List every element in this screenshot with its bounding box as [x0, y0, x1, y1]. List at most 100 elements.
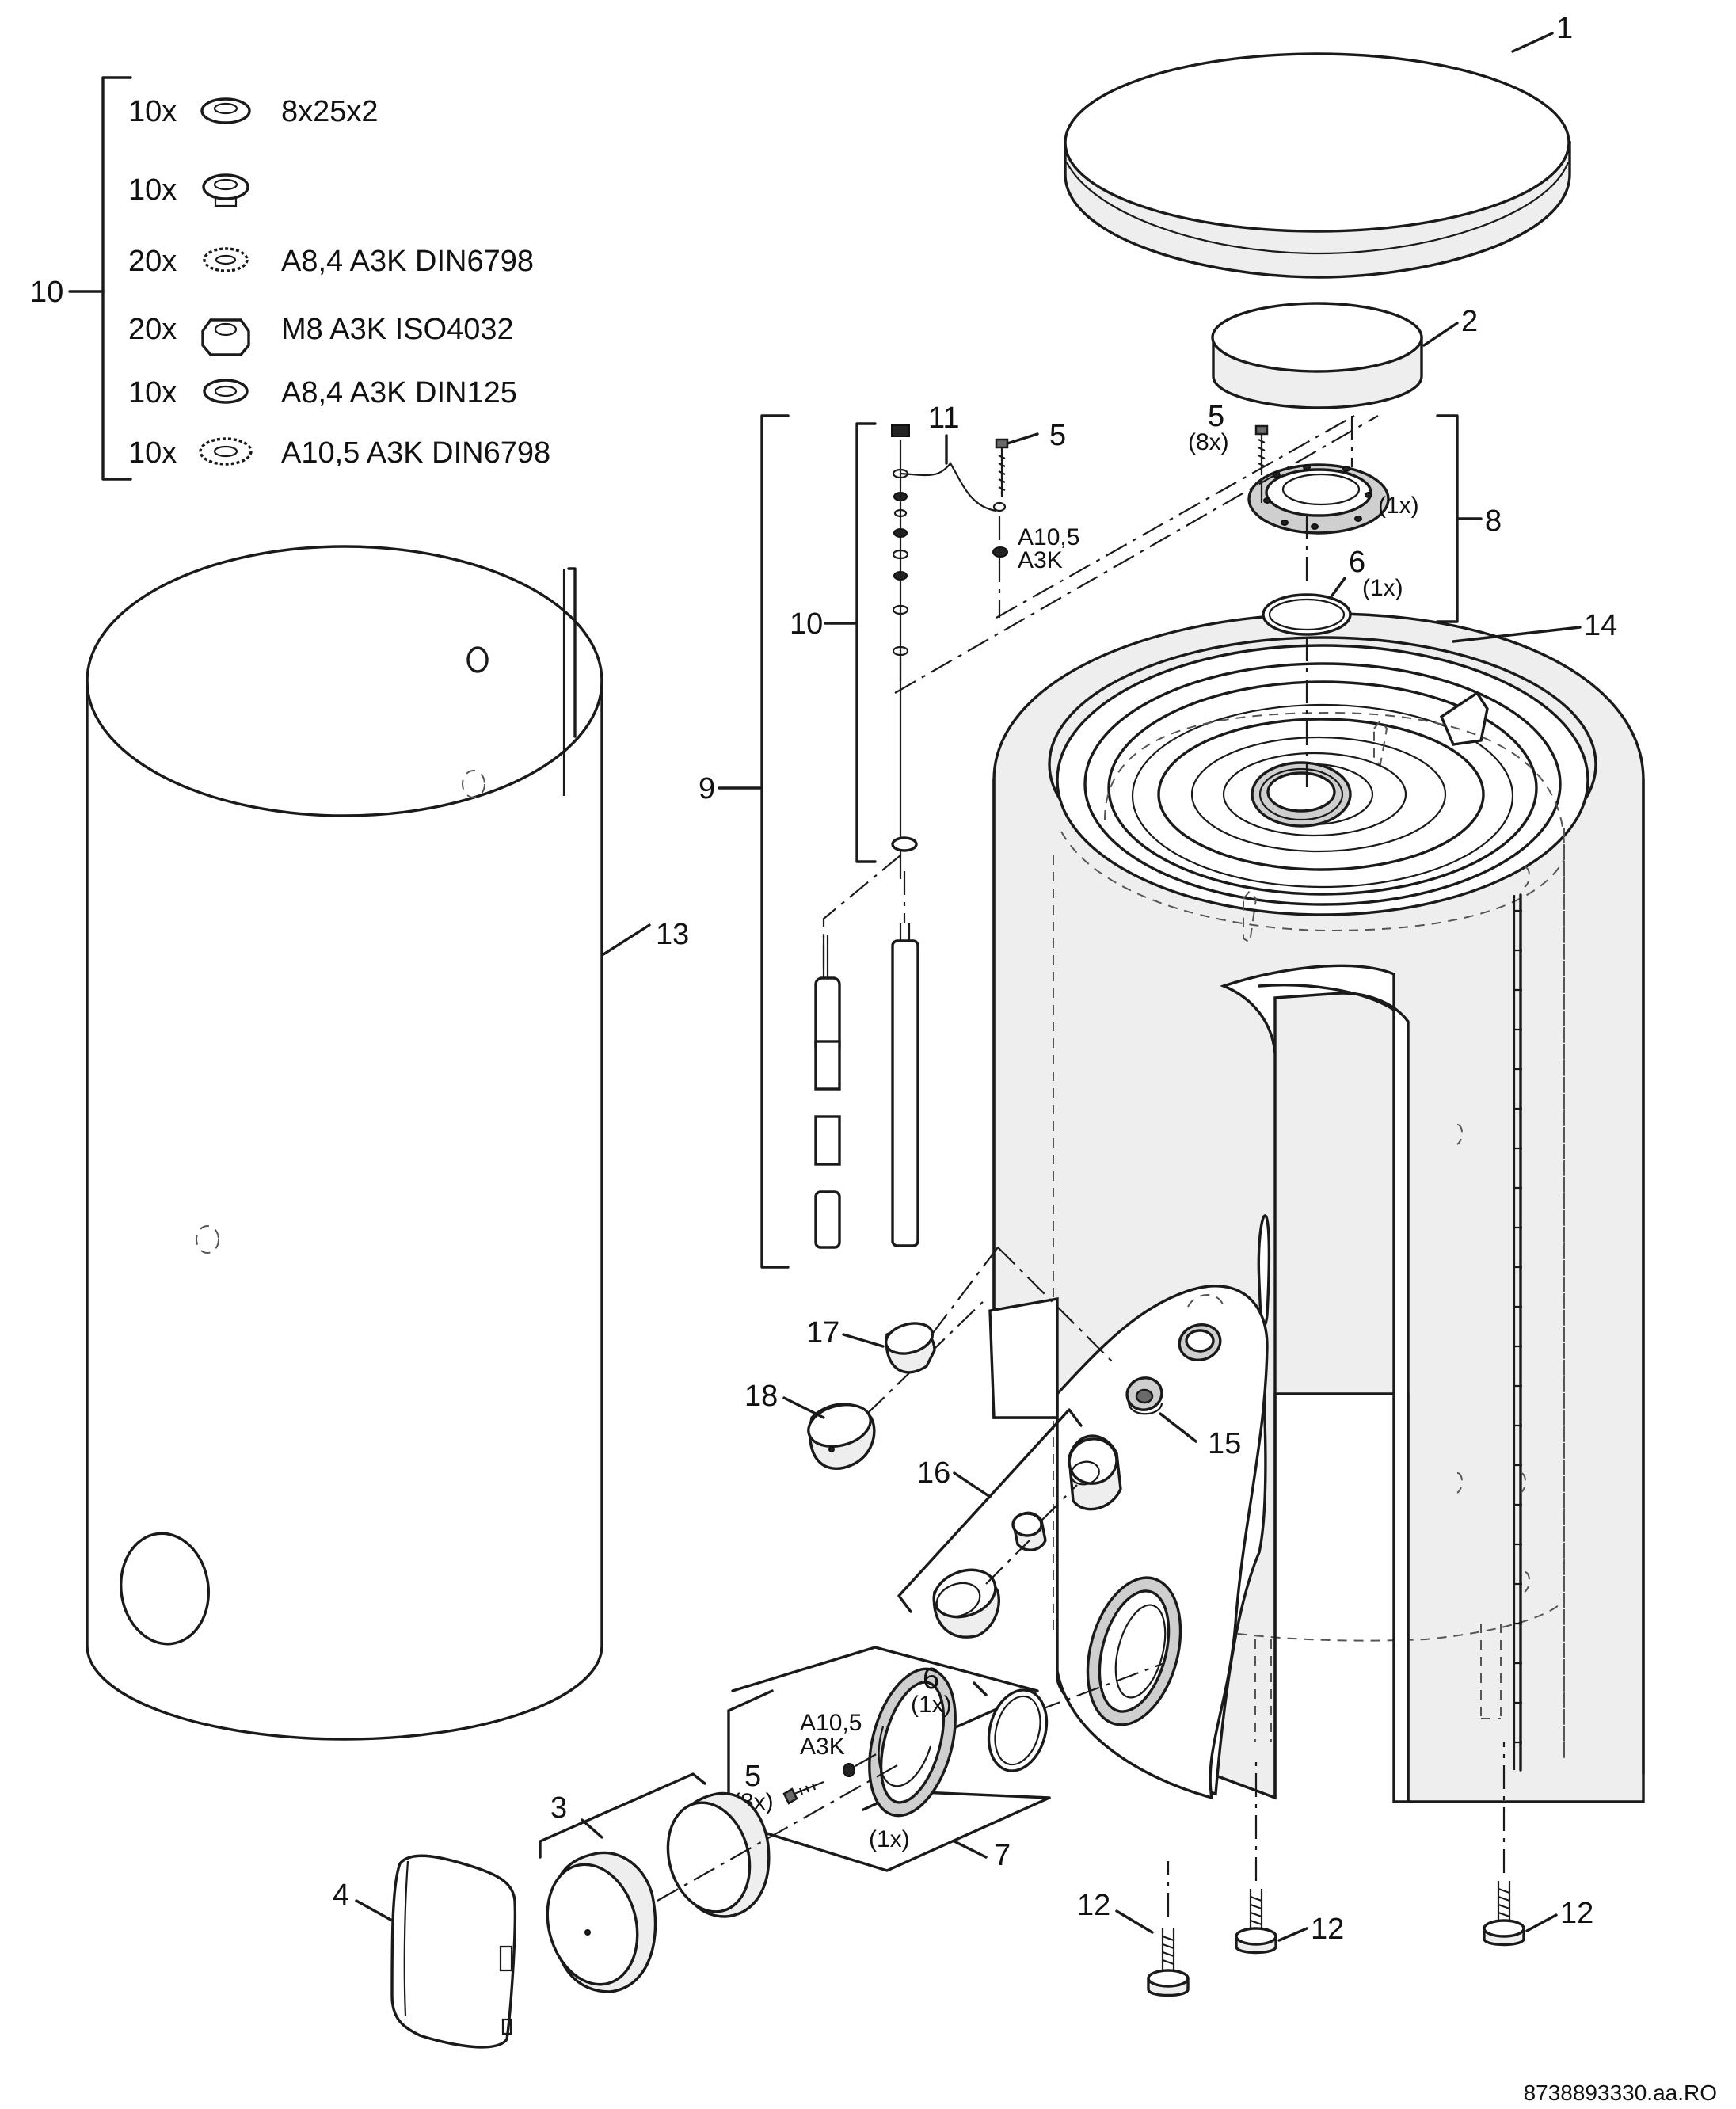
- leader-12-a: [1115, 1909, 1154, 1934]
- callout-5-top: 5: [1208, 400, 1224, 433]
- washer-side-line1: A10,5: [800, 1710, 862, 1736]
- legend-qty: 10x: [128, 436, 177, 470]
- leader-3: [581, 1818, 603, 1839]
- callout-4: 4: [333, 1879, 349, 1912]
- leader-6-side: [973, 1681, 988, 1696]
- qty-5-top: (8x): [1188, 429, 1229, 455]
- part-3-insulation-plug: 3: [539, 1761, 904, 1993]
- flange-holes: [1263, 464, 1372, 530]
- callout-12-b: 12: [1311, 1913, 1344, 1946]
- washer-side-line2: A3K: [800, 1734, 845, 1760]
- leader-5-anode: [1006, 432, 1039, 445]
- legend-row-1: 10x 8x25x2: [128, 95, 379, 128]
- large-lock-washer-icon: [199, 437, 253, 466]
- part-4-cover-cap: 4: [333, 1854, 517, 2049]
- callout-12-c: 12: [1560, 1897, 1593, 1930]
- jacket-cutout: [119, 1532, 211, 1646]
- part-7-side-flange-kit: 7 (1x) 6 (1x) A10,5 A3K 5 (8x): [727, 1646, 1051, 1872]
- serrated-lock-washer-icon: [203, 247, 249, 272]
- bracket-8: [1436, 414, 1459, 623]
- callout-2: 2: [1461, 305, 1478, 338]
- legend-row-2: 10x: [128, 173, 249, 207]
- qty-6-top: (1x): [1362, 575, 1403, 601]
- bracket-10-anode: [855, 422, 877, 863]
- legend-qty: 10x: [128, 173, 177, 207]
- leader-4: [355, 1899, 394, 1922]
- callout-8: 8: [1485, 504, 1502, 538]
- callout-11: 11: [928, 402, 959, 435]
- drawing-id: 8738893330.aa.RO: [1524, 2080, 1717, 2105]
- legend-row-4: 20x M8 A3K ISO4032: [128, 313, 514, 356]
- callout-7: 7: [994, 1839, 1011, 1872]
- callout-16: 16: [917, 1456, 950, 1490]
- callout-9: 9: [699, 772, 715, 805]
- leader-13: [602, 923, 651, 956]
- callout-6-side: 6: [923, 1662, 939, 1696]
- callout-14: 14: [1584, 609, 1617, 642]
- foot-b: 12: [1235, 1762, 1344, 1955]
- part-12-levelling-feet: 12 12 12: [1077, 1742, 1593, 1997]
- leader-12-c: [1525, 1913, 1558, 1932]
- leader-14: [1452, 626, 1582, 643]
- leader-18: [782, 1396, 825, 1419]
- legend-spec: M8 A3K ISO4032: [281, 313, 514, 346]
- legend-bracket: [101, 76, 132, 481]
- legend-spec: A8,4 A3K DIN125: [281, 376, 517, 409]
- callout-17: 17: [806, 1316, 839, 1350]
- jacket-seam: [567, 567, 577, 738]
- legend-row-6: 10x A10,5 A3K DIN6798: [128, 436, 550, 470]
- jacket-hole-hidden-1: [462, 770, 485, 798]
- qty-7: (1x): [869, 1826, 910, 1852]
- legend-spec: A10,5 A3K DIN6798: [281, 436, 550, 470]
- callout-5-anode: 5: [1049, 419, 1066, 452]
- leader-2: [1422, 322, 1459, 347]
- leader-7: [953, 1840, 988, 1859]
- legend-qty: 20x: [128, 245, 177, 278]
- callout-13: 13: [656, 918, 689, 951]
- legend-qty: 20x: [128, 313, 177, 346]
- side-rail-teeth: [1514, 909, 1522, 1744]
- jacket-body: [86, 680, 603, 1741]
- callout-10-anode: 10: [790, 607, 823, 641]
- legend-qty: 10x: [128, 376, 177, 409]
- foot-a: 12: [1077, 1861, 1190, 1997]
- part-1-top-cover: 1: [1064, 12, 1573, 279]
- leader-12-b: [1277, 1927, 1308, 1942]
- part-9-anode-assembly: 9 10 11 5 A10,5 A3K: [699, 402, 1079, 1269]
- callout-5-side: 5: [744, 1760, 761, 1793]
- part-13-outer-jacket: 13: [86, 545, 689, 1741]
- part-2-insulation-lid: 2: [1211, 302, 1478, 409]
- leader-15: [1159, 1412, 1197, 1443]
- callout-3: 3: [550, 1791, 567, 1825]
- legend-spec: 8x25x2: [281, 95, 379, 128]
- jacket-top-rim: [86, 545, 603, 817]
- hex-nut-icon: [201, 318, 250, 356]
- callout-12-a: 12: [1077, 1889, 1110, 1922]
- leader-6-top: [1331, 577, 1346, 597]
- anode-small-parts: [891, 424, 918, 879]
- side-fittings: 17 18 15 16: [744, 1247, 1241, 1639]
- legend-row-5: 10x A8,4 A3K DIN125: [128, 376, 517, 409]
- callout-1: 1: [1556, 12, 1573, 45]
- callout-15: 15: [1208, 1427, 1241, 1460]
- jacket-hole-top: [466, 646, 489, 673]
- leader-16: [953, 1471, 992, 1498]
- callout-6-top: 6: [1349, 546, 1365, 579]
- part-8-top-flange: 8 (1x) 5 (8x) 6 (1x): [894, 400, 1502, 792]
- insulating-bush-icon: [202, 173, 249, 207]
- qty-6-side: (1x): [911, 1692, 952, 1718]
- qty-8: (1x): [1378, 493, 1419, 519]
- legend-row-3: 20x A8,4 A3K DIN6798: [128, 245, 534, 278]
- foot-c: 12: [1483, 1742, 1593, 1947]
- plain-washer-icon: [203, 379, 249, 404]
- callout-10-legend: 10: [30, 276, 63, 309]
- flat-washer-icon: [200, 97, 251, 124]
- legend-kit-10: 10 10x 8x25x2 10x 20x A8,4 A3K DIN6798 2…: [30, 76, 550, 481]
- bracket-9: [760, 414, 790, 1269]
- legend-spec: A8,4 A3K DIN6798: [281, 245, 534, 278]
- jacket-hole-hidden-2: [196, 1225, 219, 1254]
- callout-18: 18: [744, 1380, 778, 1413]
- washer-top-line2: A3K: [1018, 547, 1063, 573]
- tank-side-flange: [1037, 1576, 1182, 1726]
